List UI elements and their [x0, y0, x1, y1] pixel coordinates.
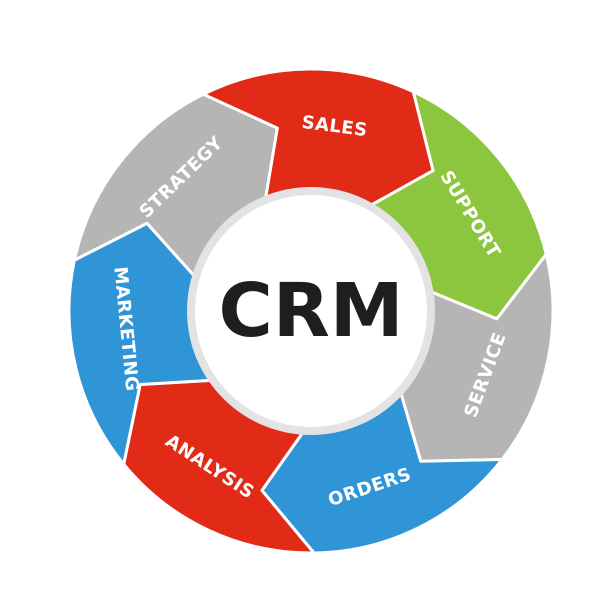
center-hub: CRM	[187, 187, 435, 435]
center-title: CRM	[219, 268, 404, 354]
cycle-segments	[67, 67, 555, 555]
center-hub-circle	[195, 195, 427, 427]
